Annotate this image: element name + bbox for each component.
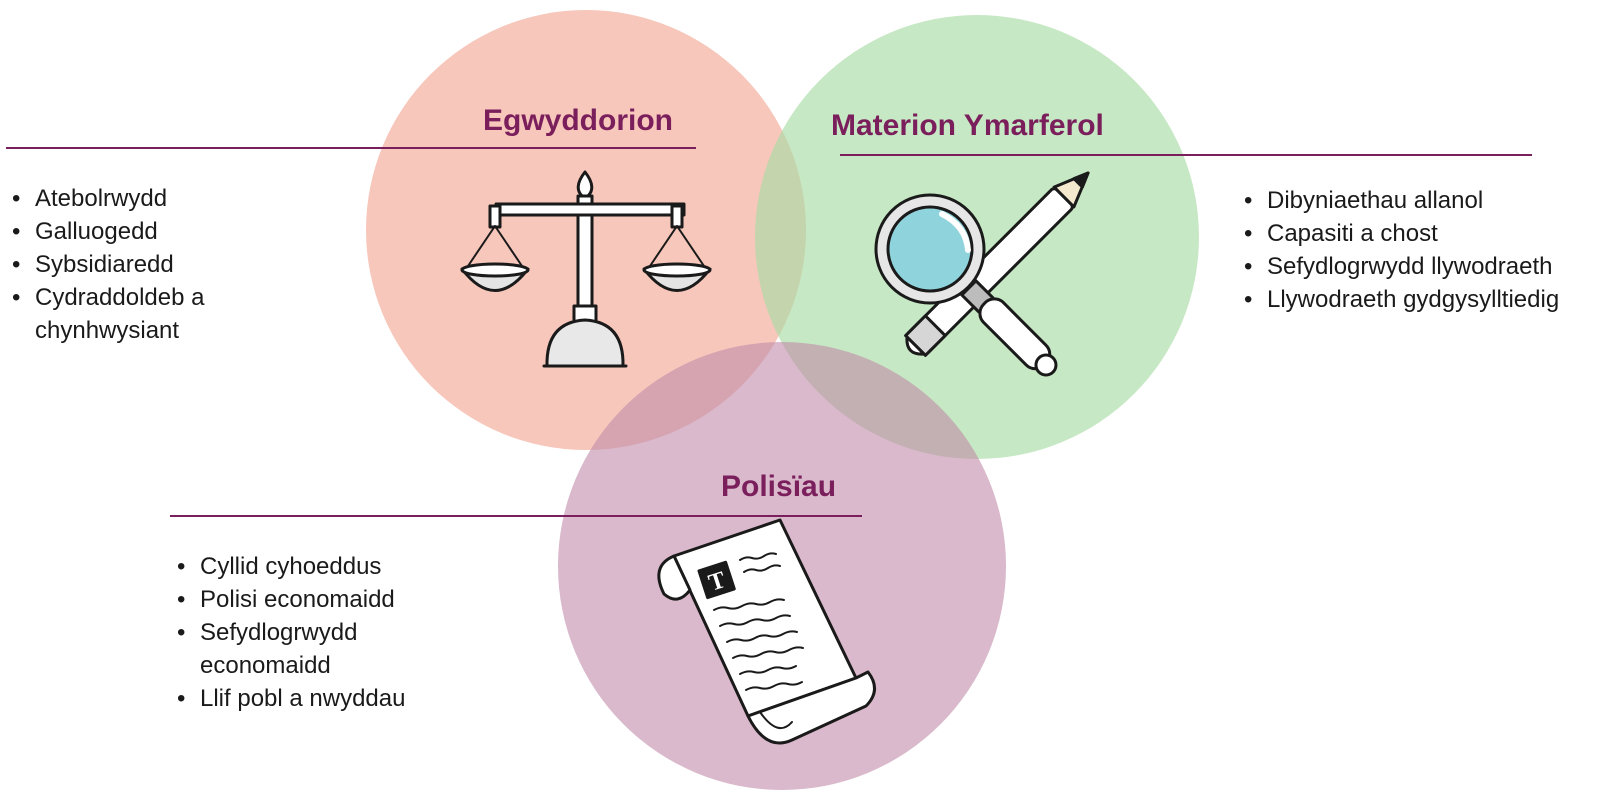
practical-heading: Materion Ymarferol [831,109,1104,142]
practical-list: Dibyniaethau allanol Capasiti a chost Se… [1242,184,1602,316]
magnifier-and-pencil-icon [874,171,1090,377]
policies-heading: Polisïau [721,470,837,503]
list-item: Llif pobl a nwyddau [175,682,475,715]
practical-divider [840,154,1532,156]
list-item: Capasiti a chost [1242,217,1602,250]
principles-list: Atebolrwydd Galluogedd Sybsidiaredd Cydr… [10,182,330,347]
principles-divider [6,147,696,149]
list-item: Galluogedd [10,215,330,248]
list-item: Dibyniaethau allanol [1242,184,1602,217]
list-item: Cydraddoldeb a chynhwysiant [10,281,330,347]
list-item: Llywodraeth gydgysylltiedig [1242,283,1602,316]
balance-scale-icon [460,170,712,368]
list-item: Atebolrwydd [10,182,330,215]
policies-divider [170,515,862,517]
policies-list: Cyllid cyhoeddus Polisi economaidd Sefyd… [175,550,475,715]
list-item: Polisi economaidd [175,583,475,616]
list-item: Sybsidiaredd [10,248,330,281]
list-item: Sefydlogrwydd economaidd [175,616,475,682]
document-scroll-icon: T [657,518,876,745]
principles-heading: Egwyddorion [483,104,673,137]
svg-text:T: T [706,567,729,597]
list-item: Sefydlogrwydd llywodraeth [1242,250,1602,283]
list-item: Cyllid cyhoeddus [175,550,475,583]
